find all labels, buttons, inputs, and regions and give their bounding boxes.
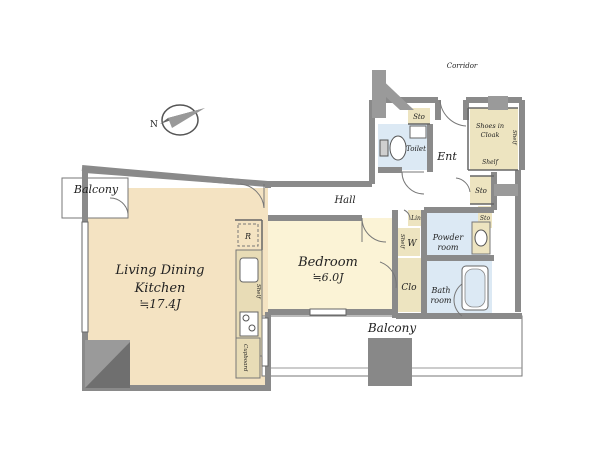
sto-toilet-floor [408, 108, 430, 124]
compass: N [150, 104, 205, 136]
column-shoes [488, 96, 508, 110]
partitions [235, 107, 518, 250]
kitchen-shelf-label: Shelf [255, 284, 261, 299]
basin [474, 229, 488, 247]
toilet-label: Toilet [406, 145, 426, 153]
cooktop [239, 311, 259, 337]
powder-room-label-1: Powder [432, 233, 465, 242]
bedroom-label: Bedroom [297, 255, 358, 270]
powder-room-label-2: room [437, 243, 458, 252]
shoes-cloak-label-2: Cloak [481, 131, 500, 139]
wash-label: W [407, 239, 417, 249]
fridge-label: R [244, 232, 251, 241]
ldk-floor [85, 188, 268, 388]
sto-toilet-label: Sto [413, 113, 425, 121]
sto-hall-label: Sto [475, 187, 487, 195]
kitchen-sink [239, 257, 259, 283]
compass-ring [161, 104, 199, 136]
cupboard [235, 337, 261, 379]
clo-floor [396, 258, 424, 312]
shelf-wash-label: Shelf [399, 234, 405, 249]
toilet-tank [379, 139, 389, 157]
lin-label: Lin [410, 215, 421, 222]
bedroom-floor [268, 218, 395, 312]
compass-north-label: N [150, 120, 158, 130]
burner-icon [242, 314, 250, 322]
fridge-space [237, 223, 259, 247]
bathtub-inner [464, 268, 486, 308]
column-ldk-bottom-diag [85, 342, 130, 388]
sto-powder-label: Sto [480, 215, 491, 222]
left-balcony-label: Balcony [73, 183, 119, 196]
bath-room-label-2: room [430, 296, 451, 305]
left-balcony [61, 177, 129, 219]
sto-hall-floor [470, 176, 492, 204]
toilet-sink [409, 125, 427, 139]
ldk-label-line2: Kitchen [134, 281, 186, 296]
windows [81, 221, 347, 367]
shoes-cloak-label-1: Shoes in [476, 122, 504, 130]
lin-floor [408, 210, 424, 226]
bottom-balcony-label: Balcony [367, 321, 416, 335]
shelf-shoes-top-label: Shelf [511, 130, 517, 145]
column-corner-diag [372, 70, 414, 110]
wash-shelf-floor [398, 228, 420, 256]
toilet-bowl [389, 135, 407, 161]
door-swings [109, 99, 471, 317]
shelf-shoes-bottom-label: Shelf [482, 159, 499, 166]
ldk-label-line1: Living Dining [115, 263, 205, 278]
balcony-utility-block [368, 338, 412, 386]
column-right [494, 184, 518, 196]
burner-icon [248, 324, 256, 332]
cupboard-label: Cupboard [242, 344, 248, 372]
hall-label: Hall [333, 195, 355, 206]
entrance-label: Ent [436, 150, 457, 163]
bath-room-label-1: Bath [430, 286, 450, 295]
corridor-label: Corridor [447, 62, 478, 70]
shoes-cloak-floor [470, 108, 518, 170]
compass-arrow-tail [168, 108, 205, 128]
clo-label: Clo [401, 283, 417, 293]
ldk-area: ≒17.4J [139, 297, 182, 311]
bedroom-area: ≒6.0J [312, 271, 344, 284]
